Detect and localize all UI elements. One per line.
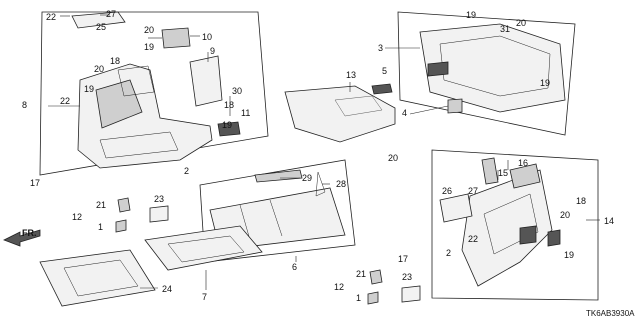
callout-21b: 21 — [356, 269, 366, 279]
callout-7: 7 — [202, 292, 207, 302]
callout-19b: 19 — [84, 84, 94, 94]
fastener-group-left — [115, 197, 169, 233]
callout-20b: 20 — [94, 64, 104, 74]
callout-12a: 12 — [72, 212, 82, 222]
right-side-lining — [439, 157, 561, 287]
callout-19c: 19 — [222, 120, 232, 130]
front-arrow: FR. — [3, 228, 41, 247]
front-arrow-label: FR. — [22, 228, 37, 238]
callout-24: 24 — [162, 284, 172, 294]
callout-19f: 19 — [564, 250, 574, 260]
callout-30: 30 — [232, 86, 242, 96]
callout-23a: 23 — [154, 194, 164, 204]
callout-18a: 18 — [110, 56, 120, 66]
callout-22b: 22 — [60, 96, 70, 106]
callout-20a: 20 — [144, 25, 154, 35]
callout-22c: 22 — [468, 234, 478, 244]
callout-2b: 2 — [446, 248, 451, 258]
callout-1a: 1 — [98, 222, 103, 232]
callout-27a: 27 — [106, 9, 116, 19]
callout-29: 29 — [302, 173, 312, 183]
callout-18c: 18 — [576, 196, 586, 206]
callout-19a: 19 — [144, 42, 154, 52]
callout-31: 31 — [500, 24, 510, 34]
fastener-group-right — [367, 269, 421, 305]
callout-4: 4 — [402, 108, 407, 118]
callout-14: 14 — [604, 216, 614, 226]
callout-12b: 12 — [334, 282, 344, 292]
callout-26: 26 — [442, 186, 452, 196]
callout-21a: 21 — [96, 200, 106, 210]
callout-3: 3 — [378, 43, 383, 53]
callout-8: 8 — [22, 100, 27, 110]
callout-11: 11 — [241, 108, 250, 118]
callout-9: 9 — [210, 46, 215, 56]
frame-right-lining — [431, 149, 599, 301]
callout-20c: 20 — [516, 18, 526, 28]
callout-17a: 17 — [30, 178, 40, 188]
callout-17b: 17 — [398, 254, 408, 264]
callout-19e: 19 — [540, 78, 550, 88]
callout-2a: 2 — [184, 166, 189, 176]
callout-15: 15 — [498, 168, 508, 178]
leader-lines — [48, 14, 600, 290]
callout-27b: 27 — [468, 186, 478, 196]
frame-left-lining — [39, 11, 269, 176]
rear-panel-lining — [419, 23, 566, 114]
callout-23b: 23 — [402, 272, 412, 282]
callout-1b: 1 — [356, 293, 361, 303]
callout-18b: 18 — [224, 100, 234, 110]
frame-rear-panel-lining — [397, 11, 576, 136]
callout-5: 5 — [382, 66, 387, 76]
callout-6: 6 — [292, 262, 297, 272]
callout-22a: 22 — [46, 12, 56, 22]
callout-28: 28 — [336, 179, 346, 189]
callout-10: 10 — [202, 32, 212, 42]
callout-25: 25 — [96, 22, 106, 32]
callout-13: 13 — [346, 70, 356, 80]
callout-19d: 19 — [466, 10, 476, 20]
callout-20d: 20 — [388, 153, 398, 163]
diagram-code: TK6AB3930A — [586, 309, 635, 318]
callout-20e: 20 — [560, 210, 570, 220]
left-side-lining — [71, 11, 241, 169]
trunk-side-trim — [284, 83, 396, 143]
callout-16: 16 — [518, 158, 528, 168]
floor-box — [144, 225, 263, 271]
floor-tray — [39, 249, 156, 307]
